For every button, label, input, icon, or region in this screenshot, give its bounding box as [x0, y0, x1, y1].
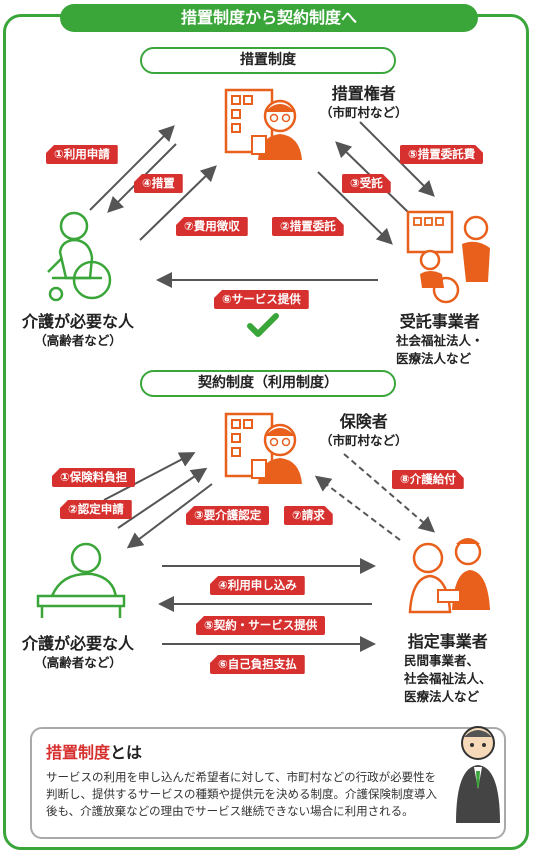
wheelchair-user-icon — [47, 211, 112, 302]
provider-sub-1a: 社会福祉法人・ — [396, 333, 484, 348]
user-sub-1: （高齢者など） — [34, 333, 122, 348]
arrow-apply — [89, 125, 175, 211]
provider-sub-2b: 社会福祉法人、 — [404, 671, 492, 686]
section-pill-contract: 契約制度（利用制度） — [140, 370, 396, 397]
insurer-name: 保険者 — [339, 412, 388, 431]
badge-service: ⑥サービス提供 — [214, 290, 309, 309]
badge-fee: ⑦費用徴収 — [176, 217, 248, 236]
authority-label: 措置権者 （市町村など） — [320, 84, 408, 122]
municipal-officer-icon — [224, 88, 302, 160]
section-pill-measure: 措置制度 — [140, 47, 396, 74]
care-facility-icon — [406, 210, 490, 304]
badge-accept: ③受託 — [342, 174, 391, 193]
main-title: 措置制度から契約制度へ — [60, 4, 478, 32]
badge-entrust-fee: ⑤措置委託費 — [400, 145, 483, 164]
provider-name-1: 受託事業者 — [399, 312, 480, 331]
badge-request: ④利用申し込み — [210, 576, 305, 595]
insurer-officer-icon — [224, 412, 302, 484]
badge-certification: ③要介護認定 — [186, 506, 270, 525]
arrow-benefit — [343, 453, 436, 533]
provider-sub-2a: 民間事業者、 — [404, 653, 480, 668]
user-label-2: 介護が必要な人 （高齢者など） — [22, 634, 134, 672]
definition-term: 措置制度 — [46, 743, 111, 762]
provider-sub-2c: 医療法人など — [404, 689, 480, 704]
badge-cert-apply: ②認定申請 — [60, 500, 132, 519]
arrow-claim — [314, 475, 401, 541]
user-sub-2: （高齢者など） — [34, 655, 122, 670]
authority-name: 措置権者 — [331, 84, 396, 103]
arrow-fee — [139, 165, 217, 241]
official-figure-icon — [456, 726, 500, 823]
insurer-sub: （市町村など） — [320, 433, 408, 448]
arrow-certification — [126, 483, 213, 549]
arrow-premium — [103, 452, 196, 501]
arrow-entrust — [317, 171, 393, 245]
provider-label-1: 受託事業者 社会福祉法人・ 医療法人など — [396, 312, 484, 368]
user-label-1: 介護が必要な人 （高齢者など） — [22, 312, 134, 350]
provider-label-2: 指定事業者 民間事業者、 社会福祉法人、 医療法人など — [404, 632, 492, 706]
badge-contract: ⑤契約・サービス提供 — [196, 616, 326, 635]
badge-benefit: ⑧介護給付 — [392, 470, 464, 489]
badge-premium: ①保険料負担 — [52, 468, 136, 487]
badge-copay: ⑥自己負担支払 — [210, 655, 305, 674]
badge-entrust: ②措置委託 — [272, 217, 344, 236]
provider-name-2: 指定事業者 — [407, 632, 488, 651]
arrow-entrust-fee — [359, 121, 435, 197]
transition-arrow — [247, 313, 279, 337]
insurer-label: 保険者 （市町村など） — [320, 412, 408, 450]
arrow-cert-apply — [117, 467, 208, 529]
user-name-1: 介護が必要な人 — [22, 312, 135, 331]
definition-title: 措置制度とは — [46, 739, 142, 763]
bedridden-user-icon — [36, 542, 126, 618]
authority-sub: （市町村など） — [320, 105, 408, 120]
badge-claim: ⑦請求 — [284, 506, 333, 525]
user-name-2: 介護が必要な人 — [22, 634, 135, 653]
definition-body: サービスの利用を申し込んだ希望者に対して、市町村などの行政が必要性を判断し、提供… — [46, 770, 437, 818]
designated-provider-icon — [408, 538, 490, 614]
provider-sub-1b: 医療法人など — [396, 351, 472, 366]
badge-measure: ④措置 — [134, 174, 183, 193]
definition-box: 措置制度とは サービスの利用を申し込んだ希望者に対して、市町村などの行政が必要性… — [30, 726, 506, 839]
badge-apply: ①利用申請 — [46, 145, 118, 164]
definition-suffix: とは — [110, 743, 143, 762]
